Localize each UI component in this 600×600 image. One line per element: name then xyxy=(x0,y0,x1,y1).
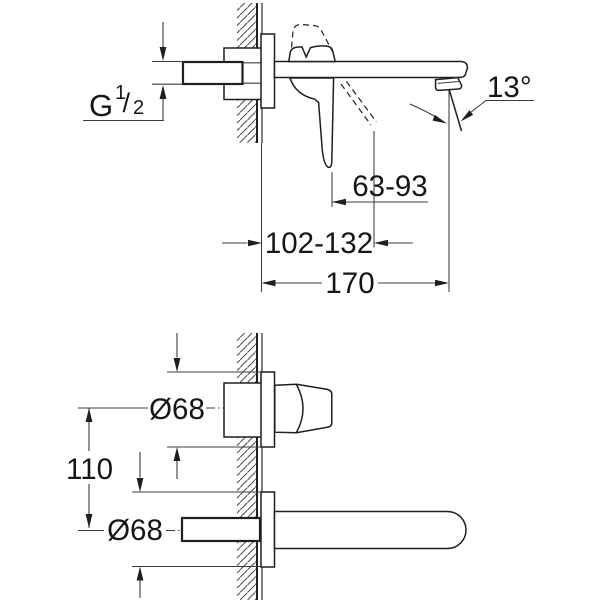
handle-dome-arc xyxy=(295,384,304,433)
dimension-110: 110 xyxy=(66,408,113,528)
arrowhead-right xyxy=(432,114,447,124)
dimension-170: 170 xyxy=(261,267,449,300)
wall-section-top xyxy=(237,3,263,143)
wall-hatch xyxy=(237,541,257,600)
arrowhead-down xyxy=(85,514,93,528)
dimension-dia-top: Ø68 xyxy=(78,333,224,479)
aerator-detail-line xyxy=(437,80,460,84)
arrowhead-right xyxy=(435,279,449,287)
arrowhead-up xyxy=(159,85,167,99)
spout xyxy=(273,60,469,79)
arrowhead-down xyxy=(173,358,181,372)
pipe-through-wall-lines xyxy=(243,62,261,84)
dimension-label: 63-93 xyxy=(352,170,427,203)
diameter-label-top: Ø68 xyxy=(149,393,205,426)
thread-size-label: G xyxy=(89,88,113,123)
thread-slash: / xyxy=(123,88,131,118)
upper-escutcheon xyxy=(260,371,276,448)
arrowhead-left xyxy=(374,239,388,247)
spout-supply-pipe xyxy=(180,516,262,543)
valve-body xyxy=(223,382,263,438)
arrowhead-left xyxy=(332,198,346,206)
wall-section-bottom xyxy=(237,333,263,600)
thread-numerator: 1 xyxy=(115,82,126,104)
dimension-label: 102-132 xyxy=(265,227,373,260)
angle-annotation: 13° xyxy=(409,71,534,292)
angle-line xyxy=(448,88,463,132)
arrowhead-up xyxy=(136,566,144,581)
dimension-label: 170 xyxy=(325,267,374,300)
lever-handle xyxy=(288,77,335,169)
lower-escutcheon xyxy=(260,491,276,568)
cartridge-dome xyxy=(287,45,337,63)
thread-denominator: 2 xyxy=(133,97,144,119)
leader-line xyxy=(83,99,164,122)
arrowhead-up xyxy=(173,447,181,461)
arrowhead-down xyxy=(159,47,167,61)
dimension-dia-bottom: Ø68 xyxy=(78,452,182,598)
wall-hatch xyxy=(237,437,257,518)
upper-plate-edge-lines xyxy=(167,371,261,448)
profile-view xyxy=(132,333,467,600)
angle-label: 13° xyxy=(487,71,532,104)
arrowhead-right xyxy=(248,239,262,247)
supply-pipe xyxy=(181,60,244,86)
arrowhead-down xyxy=(136,478,144,492)
lever-alt-position-dashed xyxy=(346,81,377,123)
escutcheon-plate-side xyxy=(260,33,276,109)
angle-leader xyxy=(465,99,534,117)
wall-hatch xyxy=(237,99,257,143)
wall-hatch xyxy=(237,333,257,383)
arrowhead-left-down xyxy=(460,110,474,122)
aerator xyxy=(434,76,463,92)
spout-profile xyxy=(273,510,467,550)
pipe-reference-lines xyxy=(152,60,183,85)
thread-annotation: G 1 / 2 xyxy=(83,22,183,123)
arrowhead-up xyxy=(85,408,93,422)
lower-plate-edge-lines xyxy=(132,491,261,568)
arrowhead-left xyxy=(261,279,276,287)
wall-hatch xyxy=(237,3,257,48)
side-view xyxy=(181,3,469,169)
dimension-63-93: 63-93 xyxy=(331,131,428,248)
lever-raised-dashed xyxy=(290,23,334,52)
diameter-label-bottom: Ø68 xyxy=(107,514,163,547)
dimension-102-132: 102-132 xyxy=(222,143,413,292)
lever-alt-position-dashed xyxy=(340,83,372,126)
centre-distance-label: 110 xyxy=(66,453,113,486)
